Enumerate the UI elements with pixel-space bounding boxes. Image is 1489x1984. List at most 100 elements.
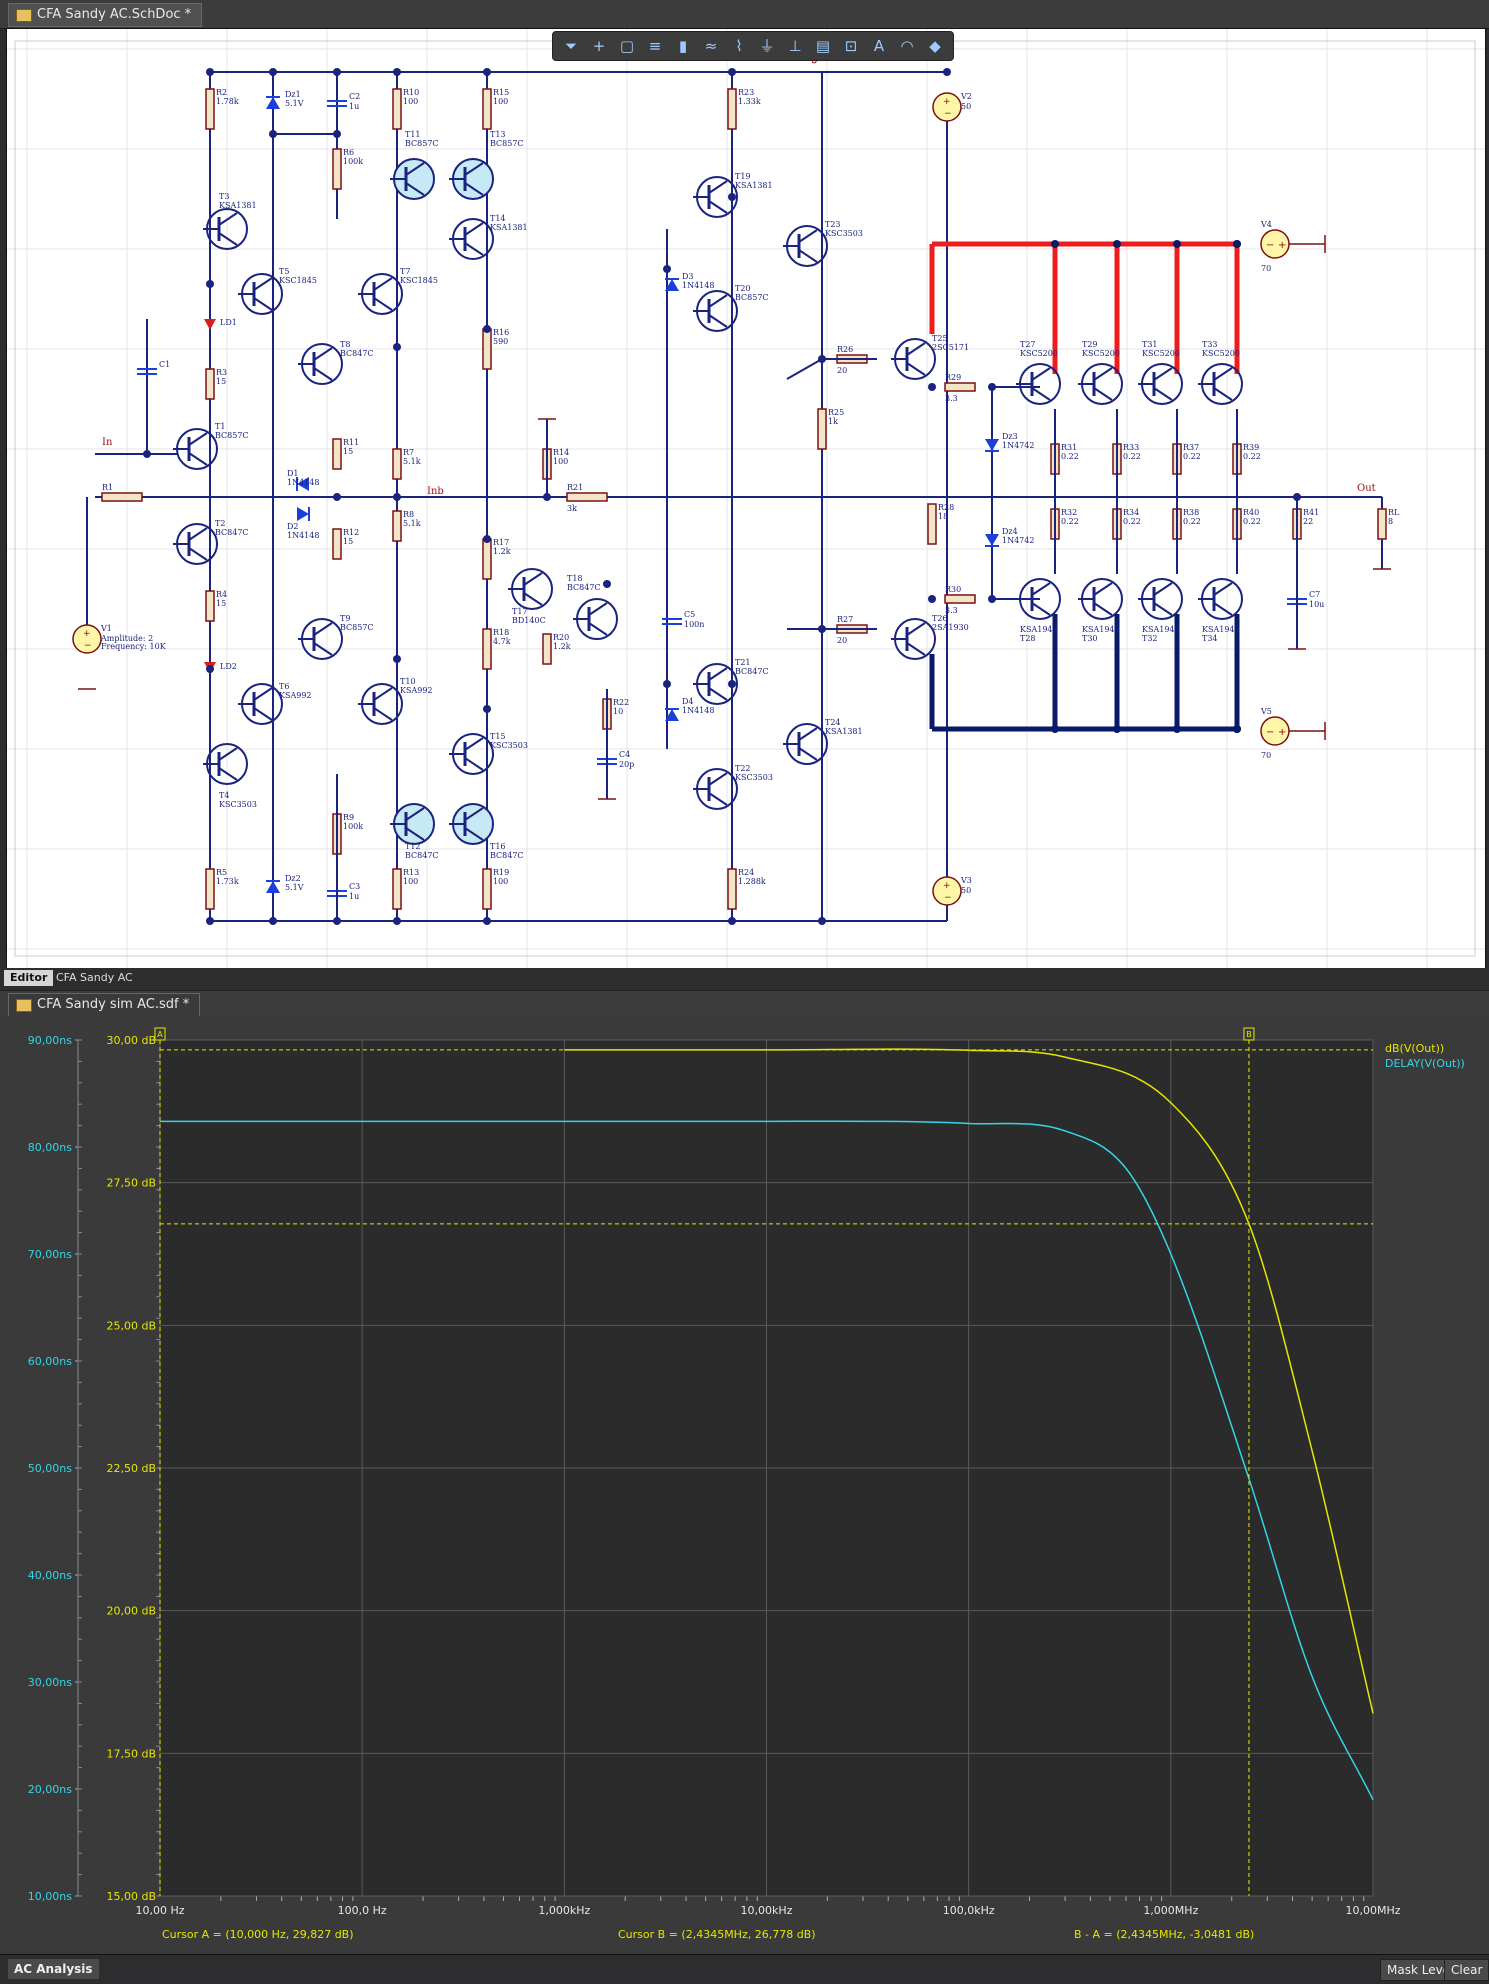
schematic-label-inb: Inb: [427, 486, 444, 497]
schematic-toolbar: ⏷ + ▢ ≡ ▮ ≈ ⌇ ⏚ ⊥ ▤ ⊡ A ◠ ◆: [552, 31, 954, 61]
schematic-label-v5: V5: [1260, 707, 1272, 716]
schematic-label-r26_v: 20: [837, 366, 847, 375]
schematic-label-c7_v: 10u: [1309, 600, 1324, 609]
sim-file-icon: [16, 999, 32, 1012]
schematic-label-r022: 0.22: [1243, 452, 1261, 461]
schematic-label-r18: R18: [493, 628, 509, 637]
transistor-collector: [1153, 367, 1173, 381]
y-db-tick-label: 20,00 dB: [106, 1605, 156, 1618]
schematic-label-out: Out: [1357, 483, 1376, 494]
schematic-label-r2: R2: [216, 88, 227, 97]
y-ns-tick-label: 90,00ns: [28, 1034, 72, 1047]
diode: [985, 439, 999, 451]
delta-readout: B - A = (2,4345MHz, -3,0481 dB): [1074, 1928, 1254, 1941]
sim-document-tab[interactable]: CFA Sandy sim AC.sdf *: [8, 993, 201, 1017]
transistor-collector: [523, 572, 543, 586]
schematic-label-t2: T2: [215, 519, 225, 528]
transistor-emitter: [188, 547, 208, 561]
schematic-label-r30: R30: [945, 585, 961, 594]
bus-icon[interactable]: ≈: [704, 37, 718, 55]
schematic-label-t8_t: BC847C: [340, 349, 374, 358]
transistor-collector: [464, 162, 484, 176]
schematic-label-t23_t: KSC3503: [825, 229, 863, 238]
schematic-label-t2_t: BC847C: [215, 528, 249, 537]
wire-icon[interactable]: ⌇: [735, 37, 743, 55]
transistor-collector: [1031, 367, 1051, 381]
junction-dot: [663, 265, 671, 273]
schematic-label-r33: R33: [1123, 443, 1139, 452]
junction-dot: [333, 130, 341, 138]
transistor-emitter: [464, 757, 484, 771]
power-port-icon[interactable]: ⊥: [788, 37, 802, 55]
harness-icon[interactable]: ▤: [815, 37, 831, 55]
ground-icon[interactable]: ⏚: [759, 37, 775, 55]
x-tick-label: 1,000MHz: [1143, 1904, 1198, 1917]
transistor-emitter: [906, 362, 926, 376]
schematic-canvas[interactable]: CFA Sandy+−V250+−V350R21.78kT3KSA1381T5K…: [6, 28, 1486, 969]
ac-analysis-tab[interactable]: AC Analysis: [8, 1959, 99, 1979]
schematic-label-c2_v: 1u: [349, 102, 359, 111]
text-icon[interactable]: A: [873, 37, 885, 55]
component-icon[interactable]: ▮: [678, 37, 688, 55]
schematic-label-c3_v: 1u: [349, 892, 359, 901]
resistor: [332, 148, 342, 190]
minus-sign: −: [1266, 240, 1274, 251]
schematic-label-t6: T6: [279, 682, 289, 691]
schematic-label-t7: T7: [400, 267, 410, 276]
resistor: [1377, 508, 1387, 540]
port-icon[interactable]: ⊡: [844, 37, 858, 55]
transistor-emitter: [313, 642, 333, 656]
y-db-tick-label: 15,00 dB: [106, 1890, 156, 1903]
schematic-label-t18_t: BC847C: [567, 583, 601, 592]
schematic-label-v5_val: 70: [1261, 751, 1271, 760]
align-icon[interactable]: ≡: [648, 37, 662, 55]
schematic-label-r35: R37: [1183, 443, 1199, 452]
mask-level-button[interactable]: Mask Level: [1380, 1959, 1461, 1981]
schematic-doc-tab[interactable]: CFA Sandy AC: [56, 971, 133, 984]
clear-button[interactable]: Clear: [1444, 1959, 1489, 1981]
schematic-label-ksa1943: KSA1943: [1082, 625, 1120, 634]
editor-tab[interactable]: Editor: [4, 970, 54, 986]
plus-sign: +: [943, 97, 951, 107]
schematic-label-v3_val: 50: [961, 886, 971, 895]
voltage-source: [72, 624, 102, 654]
filter-icon[interactable]: ⏷: [564, 37, 577, 55]
parameter-icon[interactable]: ◆: [929, 37, 941, 55]
junction-dot: [269, 68, 277, 76]
junction-dot: [393, 917, 401, 925]
editor-tabs: Editor CFA Sandy AC: [0, 968, 1489, 988]
schematic-label-r31: R31: [1061, 443, 1077, 452]
schematic-label-v2: V2: [960, 92, 972, 101]
schematic-label-t26_t: 2SA1930: [932, 623, 969, 632]
schematic-label-r022: 0.22: [1183, 517, 1201, 526]
schematic-label-t3_t: KSA1381: [219, 201, 257, 210]
arc-icon[interactable]: ◠: [900, 37, 914, 55]
junction-dot: [1173, 725, 1181, 733]
plus-sign: +: [1278, 240, 1286, 251]
schematic-label-ksa1943: KSA1943: [1142, 625, 1180, 634]
schematic-document-tab[interactable]: CFA Sandy AC.SchDoc *: [8, 3, 203, 27]
schematic-label-t17_t: BD140C: [512, 616, 546, 625]
schematic-label-r15_v: 100: [493, 97, 508, 106]
transistor-emitter: [313, 367, 333, 381]
transistor-emitter: [1031, 602, 1051, 616]
schematic-label-r12_v: 15: [343, 537, 353, 546]
transistor-emitter: [1213, 602, 1233, 616]
select-rect-icon[interactable]: ▢: [619, 37, 635, 55]
schematic-label-t9: T9: [340, 614, 350, 623]
schematic-label-dz4: Dz4: [1002, 527, 1018, 536]
schematic-label-r15: R15: [493, 88, 509, 97]
resistor: [392, 448, 402, 480]
resistor: [944, 382, 976, 392]
crosshair-icon[interactable]: +: [592, 37, 606, 55]
junction-dot: [393, 343, 401, 351]
schematic-label-v2_val: 50: [961, 102, 971, 111]
schematic-label-t22: T22: [735, 764, 751, 773]
y-ns-tick-label: 40,00ns: [28, 1569, 72, 1582]
junction-dot: [603, 580, 611, 588]
schematic-label-r9_v: 100k: [343, 822, 363, 831]
schematic-label-r7_v: 5.1k: [403, 457, 421, 466]
transistor-collector: [405, 807, 425, 821]
